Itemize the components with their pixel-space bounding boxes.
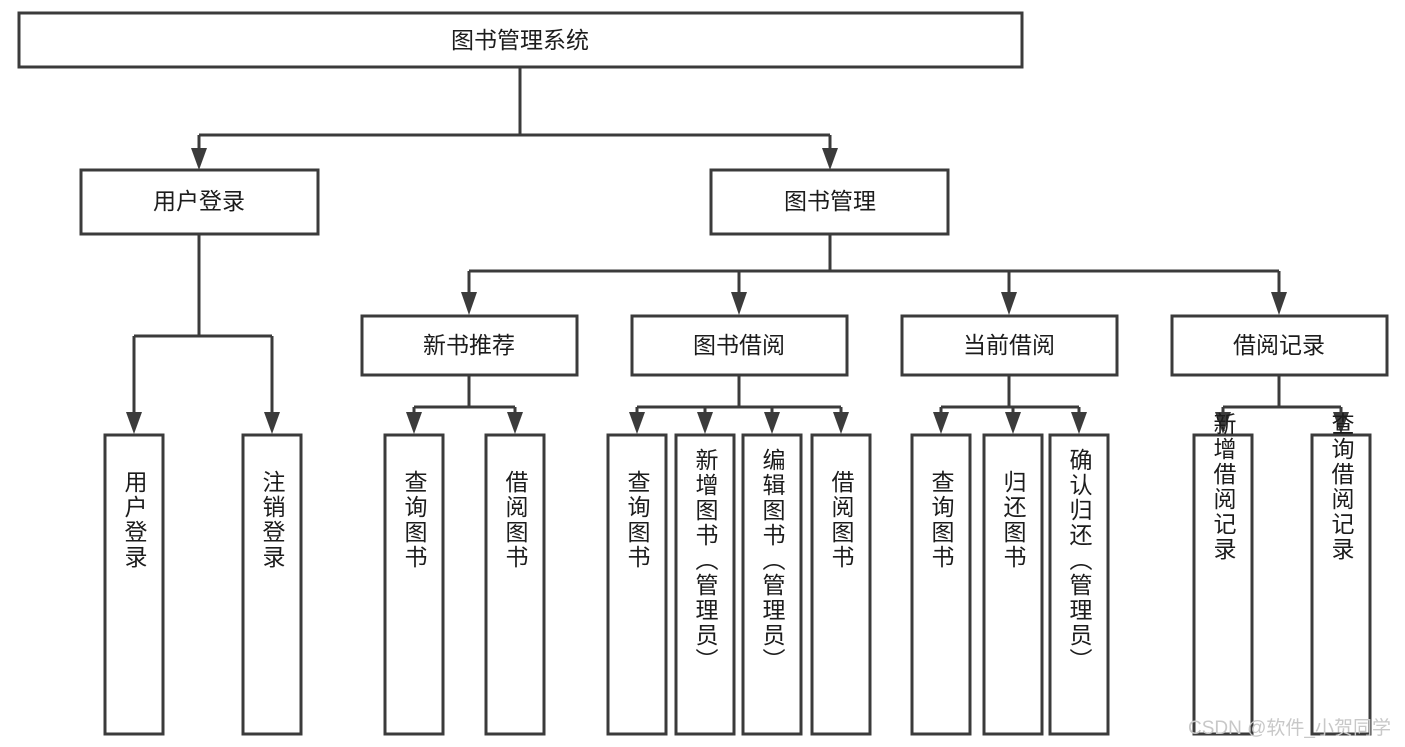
arrowhead-to-leaf-borrow-book-2 [833,412,849,434]
node-leaf-user-login-label: 用户登录 [121,470,148,570]
node-borrow-record-label: 借阅记录 [1233,332,1325,358]
node-leaf-return-book-box [982,433,1044,736]
node-root-label: 图书管理系统 [451,27,589,53]
arrowhead-to-leaf-query-book-1 [406,412,422,434]
node-book-manage[interactable]: 图书管理 [709,168,950,236]
node-root-box [17,11,1024,69]
arrowhead-to-leaf-user-logout [264,412,280,434]
node-leaf-confirm-return-admin[interactable]: 确认归还（管理员） [1048,433,1110,736]
leaf-nodes-layer: 用户登录 注销登录 查询图书 借阅图书 查询图书 新增图书（管理员） 编辑图书（… [103,412,1372,736]
node-leaf-add-book-admin[interactable]: 新增图书（管理员） [674,433,736,736]
node-leaf-add-borrow-record-box [1192,433,1254,736]
edge-current-borrow-trunk [939,375,1081,418]
arrowhead-to-user-login [191,148,207,170]
edge-user-login-trunk [132,234,274,418]
node-leaf-query-borrow-record-box [1310,433,1372,736]
node-leaf-add-book-admin-box [674,433,736,736]
node-leaf-add-borrow-record-label: 新增借阅记录 [1210,412,1237,562]
arrowhead-to-leaf-add-book-admin [697,412,713,434]
node-root[interactable]: 图书管理系统 [17,11,1024,69]
edge-root-trunk [197,67,832,155]
arrowhead-to-borrow-record [1271,292,1287,315]
node-leaf-add-book-admin-label: 新增图书（管理员） [692,448,719,673]
arrowhead-to-leaf-add-borrow-record [1215,412,1231,434]
arrowhead-to-leaf-query-book-3 [933,412,949,434]
arrowhead-to-leaf-query-borrow-record [1333,412,1349,434]
node-leaf-query-book-3-box [910,433,972,736]
arrowhead-to-leaf-borrow-book-1 [507,412,523,434]
node-leaf-borrow-book-2-box [810,433,872,736]
node-leaf-user-logout-label: 注销登录 [259,470,286,570]
node-leaf-borrow-book-2[interactable]: 借阅图书 [810,433,872,736]
node-leaf-return-book[interactable]: 归还图书 [982,433,1044,736]
node-leaf-user-logout[interactable]: 注销登录 [241,433,303,736]
node-borrow-record[interactable]: 借阅记录 [1170,314,1389,377]
edge-borrow-record-trunk [1221,375,1343,418]
node-new-book-rec[interactable]: 新书推荐 [360,314,579,377]
node-leaf-query-book-2[interactable]: 查询图书 [606,433,668,736]
arrowhead-to-book-manage [822,148,838,170]
node-book-borrow[interactable]: 图书借阅 [630,314,849,377]
node-book-manage-label: 图书管理 [784,188,876,214]
node-current-borrow[interactable]: 当前借阅 [900,314,1119,377]
arrowhead-to-leaf-query-book-2 [629,412,645,434]
node-leaf-query-book-3-label: 查询图书 [928,470,955,570]
node-current-borrow-box [900,314,1119,377]
node-current-borrow-label: 当前借阅 [963,332,1055,358]
node-leaf-user-login-box [103,433,165,736]
node-leaf-query-book-1-box [383,433,445,736]
node-leaf-query-book-2-label: 查询图书 [624,470,651,570]
node-leaf-borrow-book-1-label: 借阅图书 [502,470,529,570]
node-book-borrow-box [630,314,849,377]
connector-layer [126,67,1349,434]
node-leaf-confirm-return-admin-box [1048,433,1110,736]
arrowhead-to-current-borrow [1001,292,1017,315]
node-book-manage-box [709,168,950,236]
node-borrow-record-box [1170,314,1389,377]
node-leaf-query-book-2-box [606,433,668,736]
arrowhead-to-leaf-user-login [126,412,142,434]
node-leaf-edit-book-admin[interactable]: 编辑图书（管理员） [741,433,803,736]
node-leaf-edit-book-admin-label: 编辑图书（管理员） [759,448,786,673]
arrowhead-to-leaf-edit-book-admin [764,412,780,434]
node-user-login-box [79,168,320,236]
edge-book-manage-trunk [467,234,1281,296]
arrowhead-to-book-borrow [731,292,747,315]
node-leaf-borrow-book-1[interactable]: 借阅图书 [484,433,546,736]
node-leaf-add-borrow-record[interactable]: 新增借阅记录 [1192,412,1254,736]
node-leaf-query-borrow-record[interactable]: 查询借阅记录 [1310,412,1372,736]
node-leaf-borrow-book-1-box [484,433,546,736]
node-leaf-user-login[interactable]: 用户登录 [103,433,165,736]
edge-new-book-rec-trunk [412,375,517,418]
node-leaf-confirm-return-admin-label: 确认归还（管理员） [1066,448,1093,673]
node-leaf-return-book-label: 归还图书 [1000,470,1027,570]
node-user-login[interactable]: 用户登录 [79,168,320,236]
node-leaf-query-book-1[interactable]: 查询图书 [383,433,445,736]
node-leaf-query-book-1-label: 查询图书 [401,470,428,570]
node-leaf-user-logout-box [241,433,303,736]
node-leaf-query-borrow-record-label: 查询借阅记录 [1328,412,1355,562]
node-user-login-label: 用户登录 [153,188,245,214]
edge-book-borrow-trunk [635,375,843,418]
node-leaf-borrow-book-2-label: 借阅图书 [828,470,855,570]
arrowhead-to-leaf-return-book [1005,412,1021,434]
node-leaf-query-book-3[interactable]: 查询图书 [910,433,972,736]
arrowhead-to-leaf-confirm-return-admin [1071,412,1087,434]
node-leaf-edit-book-admin-box [741,433,803,736]
node-book-borrow-label: 图书借阅 [693,332,785,358]
arrowhead-to-new-book-rec [461,292,477,315]
node-new-book-rec-label: 新书推荐 [423,332,515,358]
node-new-book-rec-box [360,314,579,377]
